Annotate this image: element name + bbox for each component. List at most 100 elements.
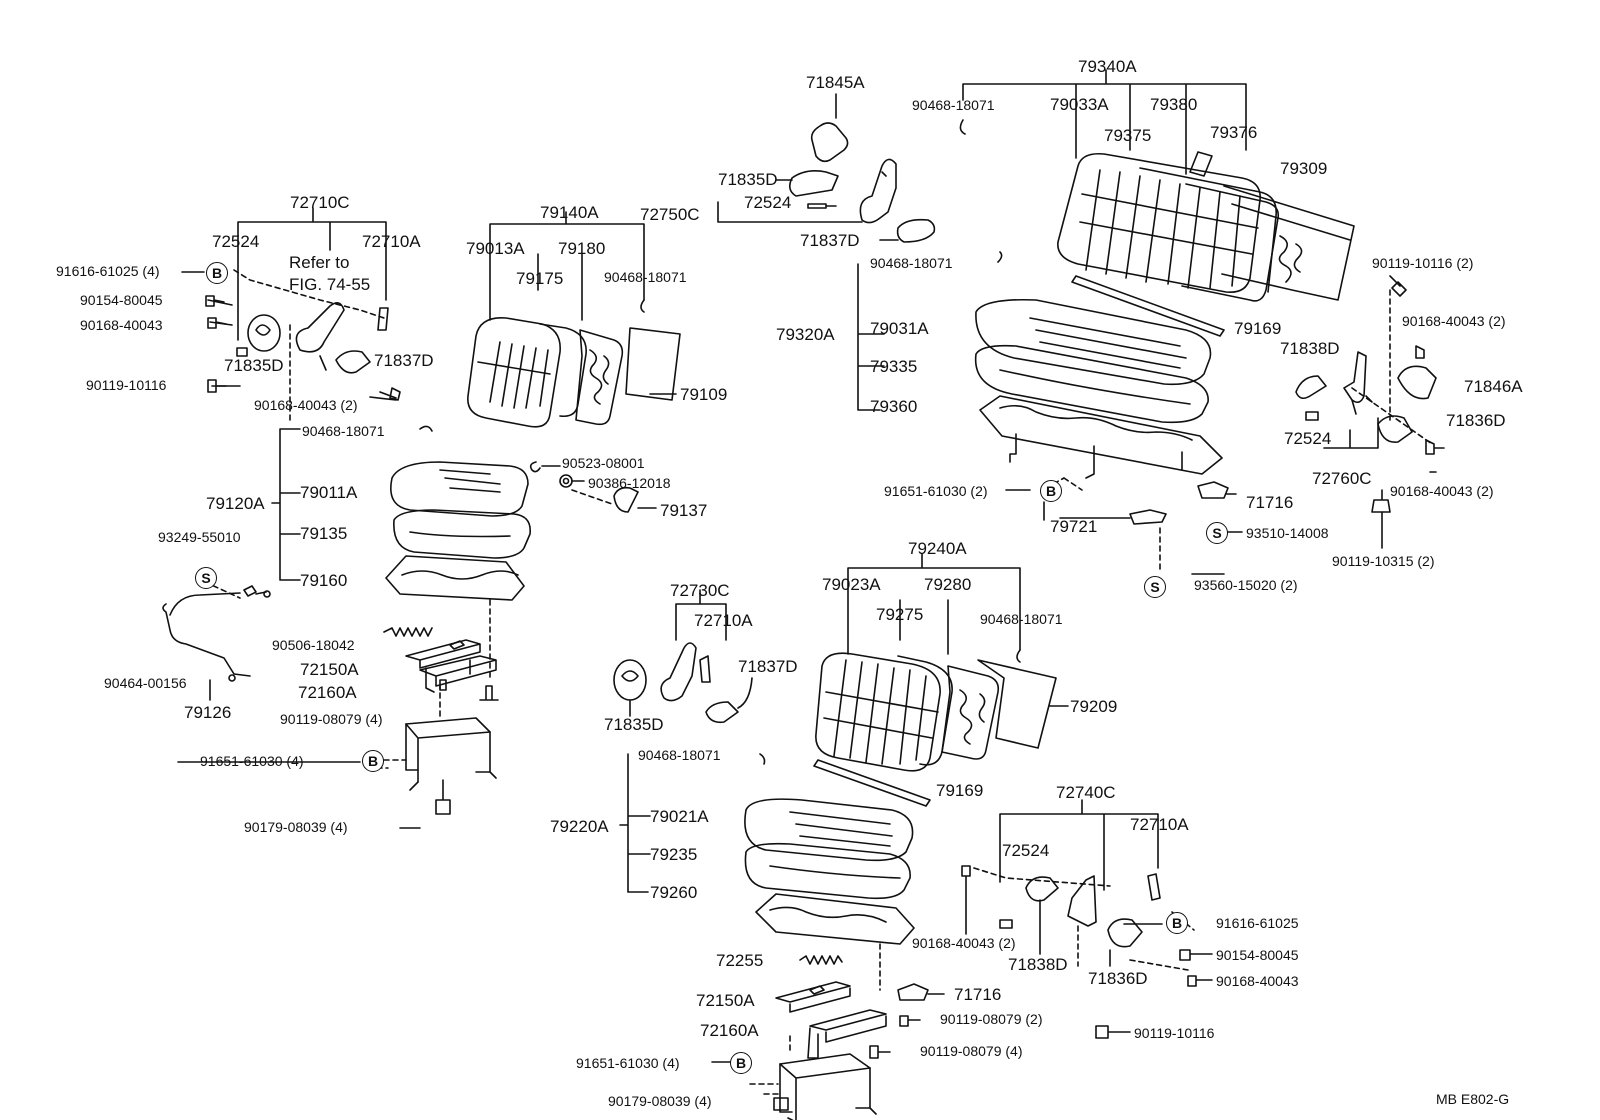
part-label-71838D: 71838D <box>1008 955 1068 974</box>
part-label-72255: 72255 <box>716 951 764 970</box>
right-recliner-group <box>1295 275 1445 513</box>
part-label-72524: 72524 <box>744 193 792 212</box>
part-label-71837D: 71837D <box>374 351 434 370</box>
part-label-90386-12018: 90386-12018 <box>588 475 671 491</box>
headrest-71845A <box>810 93 849 163</box>
part-label-79320A: 79320A <box>776 325 835 344</box>
cover-71835D-top <box>775 170 839 197</box>
rail-72160A-bottom <box>807 1009 887 1059</box>
cushion-79335 <box>974 344 1209 424</box>
part-label-71836D: 71836D <box>1446 411 1506 430</box>
part-label-79376: 79376 <box>1210 123 1258 142</box>
part-label-72524: 72524 <box>1002 841 1050 860</box>
lever-72750C <box>717 158 897 224</box>
part-label-71836D: 71836D <box>1088 969 1148 988</box>
part-label-71838D: 71838D <box>1280 339 1340 358</box>
part-label-79220A: 79220A <box>550 817 609 836</box>
cable-79126 <box>162 581 271 701</box>
part-label-90168-40043: 90168-40043 <box>1216 973 1299 989</box>
bolt-marker: B <box>362 750 384 772</box>
part-label-72710C: 72710C <box>290 193 350 212</box>
part-label-90119-08079-2: 90119-08079 (2) <box>940 1011 1043 1027</box>
bolts-left <box>205 295 401 401</box>
part-label-90119-10116-2: 90119-10116 (2) <box>1372 255 1474 271</box>
frame-79280 <box>941 665 1000 760</box>
part-label-93249-55010: 93249-55010 <box>158 529 241 545</box>
part-label-71835D: 71835D <box>604 715 664 734</box>
part-label-93510-14008: 93510-14008 <box>1246 525 1329 541</box>
knob-71837D-top <box>879 218 936 243</box>
part-label-79280: 79280 <box>924 575 972 594</box>
part-label-79360: 79360 <box>870 397 918 416</box>
part-label-90523-08001: 90523-08001 <box>562 455 645 471</box>
board-79309 <box>1221 185 1355 301</box>
part-label-79160: 79160 <box>300 571 348 590</box>
part-label-72150A: 72150A <box>300 660 359 679</box>
label-leader-stubs <box>177 271 1437 1063</box>
part-label-79375: 79375 <box>1104 126 1152 145</box>
strip-79169-top <box>1071 275 1225 337</box>
part-label-90168-40043-2: 90168-40043 (2) <box>1402 313 1506 329</box>
part-label-90179-08039-4: 90179-08039 (4) <box>608 1093 712 1109</box>
knob-72710A-left <box>377 307 389 331</box>
frame-79380 <box>1181 183 1303 302</box>
part-label-90168-40043: 90168-40043 <box>80 317 163 333</box>
bolt-marker: B <box>1166 912 1188 934</box>
spring-72255 <box>799 955 843 965</box>
part-label-72710A: 72710A <box>694 611 753 630</box>
part-label-90168-40043-2: 90168-40043 (2) <box>254 397 358 413</box>
part-label-79240A: 79240A <box>908 539 967 558</box>
cushion-79235 <box>744 842 911 900</box>
nut-90386 <box>559 474 585 488</box>
part-label-79033A: 79033A <box>1050 95 1109 114</box>
part-label-72710A: 72710A <box>1130 815 1189 834</box>
part-label-79209: 79209 <box>1070 697 1118 716</box>
board-79109 <box>625 327 681 401</box>
cover-71837D-left <box>335 350 371 374</box>
part-label-90468-18071: 90468-18071 <box>302 423 385 439</box>
part-label-79031A: 79031A <box>870 319 929 338</box>
part-label-79137: 79137 <box>660 501 708 520</box>
part-label-90119-08079-4: 90119-08079 (4) <box>280 711 383 727</box>
part-label-79011A: 79011A <box>300 483 358 502</box>
part-label-71716: 71716 <box>954 985 1002 1004</box>
part-label-71835D: 71835D <box>224 356 284 375</box>
part-label-90468-18071: 90468-18071 <box>980 611 1063 627</box>
hook-71716-top <box>1197 481 1237 499</box>
part-label-79180: 79180 <box>558 239 606 258</box>
bolts-90119-08079-bottom <box>789 1015 921 1059</box>
part-label-72150A: 72150A <box>696 991 755 1010</box>
part-label-71837D: 71837D <box>800 231 860 250</box>
hook-71716-bottom <box>897 983 945 1001</box>
part-label-90468-18071: 90468-18071 <box>870 255 953 271</box>
part-label-72160A: 72160A <box>298 683 357 702</box>
leg-assembly-left <box>367 685 497 815</box>
part-label-79721: 79721 <box>1050 517 1098 536</box>
part-label-90179-08039-4: 90179-08039 (4) <box>244 819 348 835</box>
bottom-right-recliner-group <box>961 799 1213 1039</box>
rail-72160A-left <box>419 655 497 693</box>
bolt-marker: B <box>206 262 228 284</box>
part-label-90168-40043-2: 90168-40043 (2) <box>1390 483 1494 499</box>
part-label-90468-18071: 90468-18071 <box>638 747 721 763</box>
leader-lines-79340A <box>857 69 1247 411</box>
part-label-79260: 79260 <box>650 883 698 902</box>
recliner-lever-left <box>295 302 345 371</box>
part-label-72730C: 72730C <box>670 581 730 600</box>
part-label-79235: 79235 <box>650 845 698 864</box>
part-label-79120A: 79120A <box>206 494 265 513</box>
part-label-91651-61030-4: 91651-61030 (4) <box>200 753 304 769</box>
refer-note: Refer to FIG. 74-55 <box>289 252 370 296</box>
seatback-79013A <box>467 317 561 428</box>
part-label-91651-61030-2: 91651-61030 (2) <box>884 483 988 499</box>
part-label-79340A: 79340A <box>1078 57 1137 76</box>
part-label-72710A: 72710A <box>362 232 421 251</box>
part-label-72750C: 72750C <box>640 205 700 224</box>
bolt-marker: B <box>730 1052 752 1074</box>
part-label-71716: 71716 <box>1246 493 1294 512</box>
spring-90506 <box>383 627 433 637</box>
part-label-79380: 79380 <box>1150 95 1198 114</box>
part-label-90154-80045: 90154-80045 <box>80 292 163 308</box>
cushion-79135 <box>393 509 531 559</box>
